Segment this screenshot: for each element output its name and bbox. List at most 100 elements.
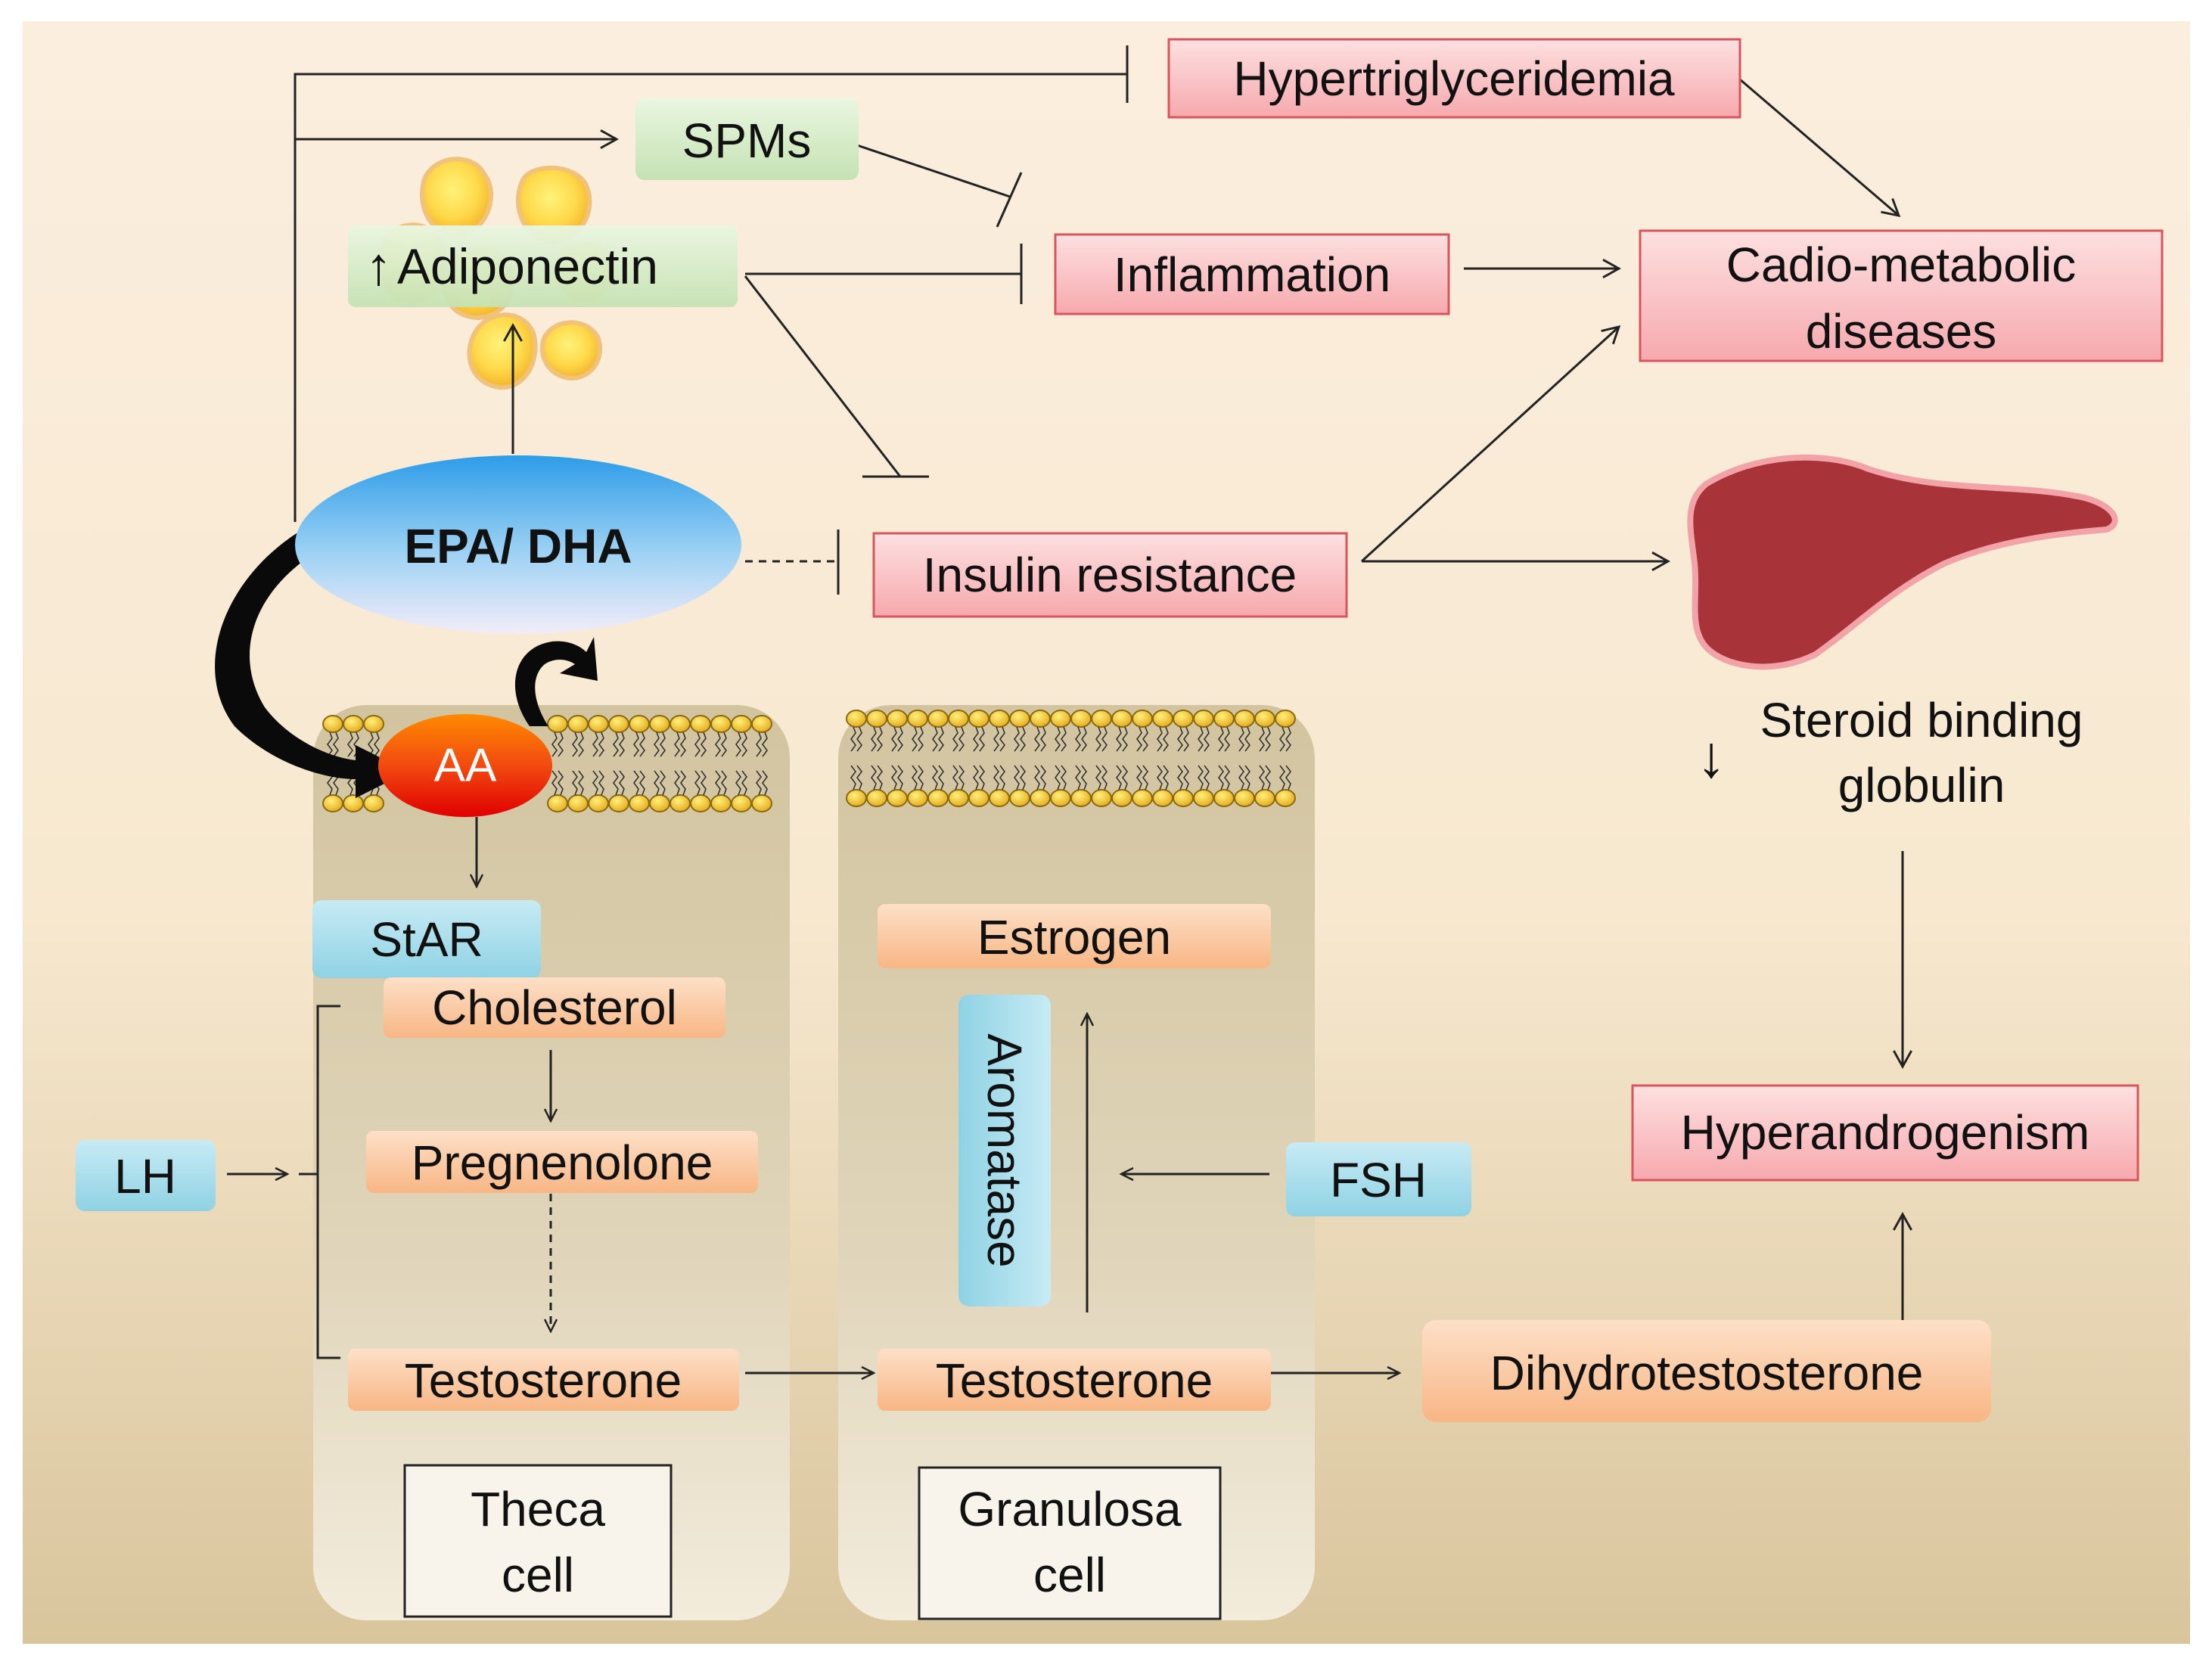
- lipid-tail: [660, 770, 666, 796]
- lipid-tail: [897, 765, 903, 791]
- estrogen-box: [878, 904, 1271, 968]
- lipid-tail: [918, 726, 924, 752]
- lipid-tail: [856, 765, 862, 791]
- lipid-tail: [639, 732, 645, 757]
- lipid-tail: [1224, 765, 1230, 791]
- lipid-head: [948, 789, 969, 807]
- lipid-tail: [1095, 765, 1101, 791]
- testosterone-granulosa-box: [878, 1349, 1271, 1411]
- lipid-tail: [1157, 726, 1163, 752]
- lipid-tail: [592, 732, 598, 757]
- lipid-head: [751, 715, 772, 733]
- lipid-tail: [973, 726, 979, 752]
- lipid-head: [1254, 710, 1275, 728]
- lipid-tail: [871, 765, 877, 791]
- lipid-tail: [1101, 765, 1108, 791]
- spms-label: SPMs: [682, 113, 812, 168]
- lipid-tail: [1183, 765, 1189, 791]
- lipid-head: [1009, 789, 1030, 807]
- lipid-head: [1193, 789, 1214, 807]
- lipid-tail: [1081, 726, 1087, 752]
- lipid-tail: [973, 765, 979, 791]
- lipid-head: [1050, 789, 1071, 807]
- granulosa-cell-label-box: [918, 1466, 1222, 1620]
- lipid-tail: [654, 732, 660, 757]
- fsh-box: [1286, 1142, 1471, 1216]
- adiponectin-up-arrow-icon: ↑: [365, 237, 392, 296]
- lipid-head: [907, 789, 928, 807]
- lipid-tail: [347, 732, 353, 757]
- lipid-tail: [999, 726, 1005, 752]
- lipid-tail: [1259, 726, 1265, 752]
- lipid-head: [1275, 710, 1296, 728]
- lipid-tail: [1204, 726, 1210, 752]
- lipid-tail: [741, 770, 747, 796]
- lipid-tail: [1055, 726, 1061, 752]
- lipid-tail: [578, 770, 584, 796]
- lipid-head: [968, 789, 989, 807]
- lipid-tail: [850, 726, 856, 752]
- lipid-tail: [1177, 726, 1183, 752]
- lipid-tail: [1238, 726, 1244, 752]
- hyperandrogenism-box: [1631, 1084, 2139, 1182]
- lipid-tail: [1101, 726, 1108, 752]
- lipid-tail: [654, 770, 660, 796]
- lipid-head: [927, 710, 949, 728]
- lipid-head: [363, 715, 384, 733]
- lipid-tail: [701, 732, 707, 757]
- lipid-tail: [979, 765, 985, 791]
- lipid-tail: [1136, 726, 1142, 752]
- lipid-tail: [1095, 726, 1101, 752]
- lipid-head: [1234, 789, 1255, 807]
- lipid-tail: [721, 732, 727, 757]
- lipid-tail: [891, 726, 897, 752]
- lipid-tail: [639, 770, 645, 796]
- lipid-tail: [897, 726, 903, 752]
- lipid-tail: [735, 732, 741, 757]
- lipid-head: [567, 794, 589, 812]
- lipid-tail: [877, 765, 883, 791]
- lipid-head: [629, 794, 650, 812]
- lipid-tail: [619, 732, 625, 757]
- lipid-head: [927, 789, 949, 807]
- lipid-head: [670, 794, 691, 812]
- lipid-tail: [1075, 765, 1081, 791]
- lipid-tail: [1040, 726, 1046, 752]
- lipid-tail: [660, 732, 666, 757]
- lipid-head: [588, 794, 609, 812]
- star-box: [312, 900, 541, 978]
- shbg-label-line1: Steroid binding: [1760, 693, 2083, 747]
- lipid-tail: [1285, 765, 1291, 791]
- lipid-head: [968, 710, 989, 728]
- lipid-tail: [613, 732, 619, 757]
- lipid-head: [1234, 710, 1255, 728]
- lipid-tail: [979, 726, 985, 752]
- lipid-tail: [756, 732, 762, 757]
- lipid-head: [649, 794, 670, 812]
- lipid-head: [1070, 710, 1092, 728]
- edge-insulin-to-cardio: [1360, 325, 1621, 563]
- lipid-tail: [572, 732, 578, 757]
- lipid-tail: [1122, 726, 1128, 752]
- lipid-head: [1091, 789, 1112, 807]
- lipid-head: [866, 710, 887, 728]
- lipid-head: [1132, 710, 1153, 728]
- lipid-head: [547, 794, 568, 812]
- lipid-head: [670, 715, 691, 733]
- lipid-tail: [932, 726, 938, 752]
- lipid-head: [1275, 789, 1296, 807]
- edge-epa-inhibits-hypertriglyceridemia: [294, 73, 1127, 522]
- lipid-head: [343, 715, 364, 733]
- lipid-tail: [327, 732, 333, 757]
- lipid-tail: [1157, 765, 1163, 791]
- lh-bracket: [316, 1005, 340, 1359]
- lipid-head: [629, 715, 650, 733]
- lipid-tail: [680, 770, 686, 796]
- lipid-tail: [1198, 765, 1204, 791]
- granulosa-cell-label-line1: Granulosa: [958, 1482, 1182, 1536]
- lipid-head: [846, 789, 867, 807]
- lipid-tail: [674, 770, 680, 796]
- lipid-head: [343, 794, 364, 812]
- lipid-tail: [871, 726, 877, 752]
- lipid-head: [1030, 710, 1051, 728]
